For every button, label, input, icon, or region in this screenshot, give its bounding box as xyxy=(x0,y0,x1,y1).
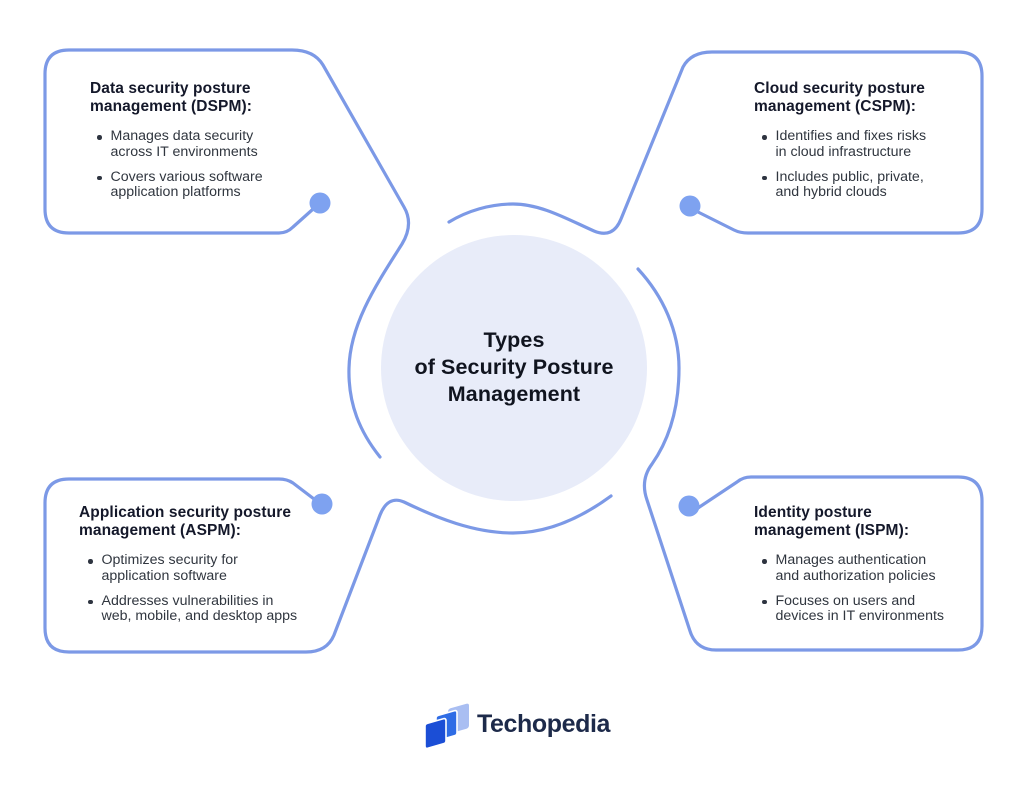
connector-dot-dspm xyxy=(309,192,331,214)
bullet-dot-icon xyxy=(97,175,102,181)
card-title-line: Data security posture xyxy=(90,80,251,97)
center-title-line: of Security Posture xyxy=(414,355,614,379)
bullet-item: Manages authentication and authorization… xyxy=(762,552,984,585)
bullet-item: Manages data security across IT environm… xyxy=(97,128,330,161)
bullet-dot-icon xyxy=(97,135,102,140)
bullet-text: Identifies and fixes risks in cloud infr… xyxy=(775,128,927,160)
bullet-item: Focuses on users and devices in IT envir… xyxy=(762,592,984,626)
bullet-text: Manages authentication and authorization… xyxy=(775,552,936,584)
card-title-ispm: Identity posture management (ISPM): xyxy=(754,504,984,539)
bullet-dot-icon xyxy=(762,175,767,181)
connector-dot-aspm xyxy=(311,493,333,515)
bullet-dot-icon xyxy=(88,599,93,605)
connector-dot-cspm xyxy=(679,195,701,217)
card-title-dspm: Data security posture management (DSPM): xyxy=(90,80,330,115)
card-aspm: Application security posture management … xyxy=(79,504,339,634)
bullet-item: Optimizes security for application softw… xyxy=(88,552,339,585)
dspm-outline-path xyxy=(43,48,411,459)
card-title-line: Identity posture xyxy=(754,504,872,521)
bullet-list-ispm: Manages authentication and authorization… xyxy=(762,552,984,626)
card-dspm: Data security posture management (DSPM):… xyxy=(90,80,330,210)
bullet-list-cspm: Identifies and fixes risks in cloud infr… xyxy=(762,128,984,202)
center-title-line: Types xyxy=(483,328,545,352)
card-title-line: Cloud security posture xyxy=(754,80,926,97)
card-title-line: management (CSPM): xyxy=(754,97,916,115)
cspm-outline-path xyxy=(447,50,984,235)
bullet-dot-icon xyxy=(88,559,93,564)
connector-dot-ispm xyxy=(678,495,700,517)
card-title-line: management (ASPM): xyxy=(79,521,241,539)
bullet-item: Includes public, private, and hybrid clo… xyxy=(762,168,984,202)
bullet-dot-icon xyxy=(762,559,767,564)
bullet-text: Covers various software application plat… xyxy=(110,168,263,201)
bullet-text: Includes public, private, and hybrid clo… xyxy=(775,168,924,201)
bullet-text: Manages data security across IT environm… xyxy=(110,128,258,160)
card-ispm: Identity posture management (ISPM): Mana… xyxy=(754,504,984,634)
center-title-line: Management xyxy=(447,382,581,406)
bullet-dot-icon xyxy=(762,599,767,605)
card-title-line: Application security posture xyxy=(79,504,292,521)
bullet-text: Focuses on users and devices in IT envir… xyxy=(775,592,945,625)
card-cspm: Cloud security posture management (CSPM)… xyxy=(754,80,984,210)
center-title: Types of Security Posture Management xyxy=(384,327,644,408)
ispm-outline-path xyxy=(636,267,984,652)
card-title-cspm: Cloud security posture management (CSPM)… xyxy=(754,80,984,115)
bullet-dot-icon xyxy=(762,135,767,140)
card-title-line: management (ISPM): xyxy=(754,521,910,539)
bullet-item: Covers various software application plat… xyxy=(97,168,330,202)
techopedia-logo-text: Techopedia xyxy=(477,709,611,738)
bullet-list-aspm: Optimizes security for application softw… xyxy=(88,552,339,626)
techopedia-logo-icon xyxy=(424,703,469,750)
bullet-text: Optimizes security for application softw… xyxy=(101,552,238,584)
bullet-item: Identifies and fixes risks in cloud infr… xyxy=(762,128,984,161)
bullet-item: Addresses vulnerabilities in web, mobile… xyxy=(88,592,339,626)
card-title-line: management (DSPM): xyxy=(90,97,252,115)
aspm-outline-path xyxy=(43,477,613,654)
center-circle xyxy=(381,235,647,501)
card-title-aspm: Application security posture management … xyxy=(79,504,339,539)
techopedia-logo: Techopedia xyxy=(424,695,644,753)
bullet-text: Addresses vulnerabilities in web, mobile… xyxy=(101,592,298,625)
bullet-list-dspm: Manages data security across IT environm… xyxy=(97,128,330,202)
